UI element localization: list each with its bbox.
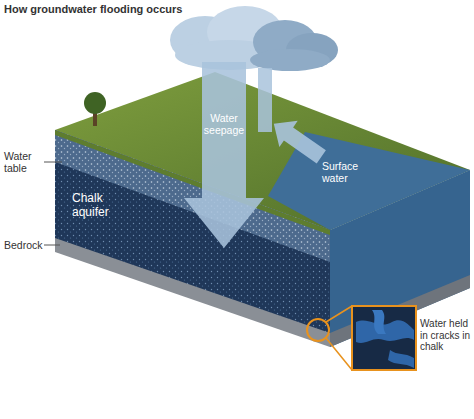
water-crack [356, 320, 414, 343]
chalk-aquifer-face [55, 130, 330, 345]
arrow-label: Surface water [322, 160, 378, 184]
rain-bar [258, 68, 272, 132]
arrow-label: Water seepage [202, 112, 246, 136]
magnifier-circle [307, 319, 329, 341]
leader-line [44, 162, 62, 163]
water-crack [372, 310, 386, 334]
zoom-line [326, 338, 352, 370]
layer-label: Water table [4, 150, 44, 174]
bedrock-layer [55, 238, 330, 347]
zoom-line [326, 306, 352, 322]
water-table-band [55, 130, 330, 262]
tree-crown [84, 92, 106, 114]
water-crack [388, 350, 414, 368]
seepage-arrow [184, 62, 264, 248]
cloud [250, 20, 338, 71]
layer-label: Bedrock [4, 239, 46, 251]
cloud-part [250, 49, 330, 71]
inset-label: Water held in cracks in chalk [420, 318, 474, 353]
surface-water-arrow [265, 111, 331, 170]
layer-label: Chalk aquifer [72, 192, 128, 220]
leader-line [44, 245, 60, 246]
diagram-title: How groundwater flooding occurs [4, 3, 182, 15]
grass-edge [55, 130, 330, 235]
inset-box [352, 306, 416, 370]
arrow-shape [265, 111, 331, 170]
